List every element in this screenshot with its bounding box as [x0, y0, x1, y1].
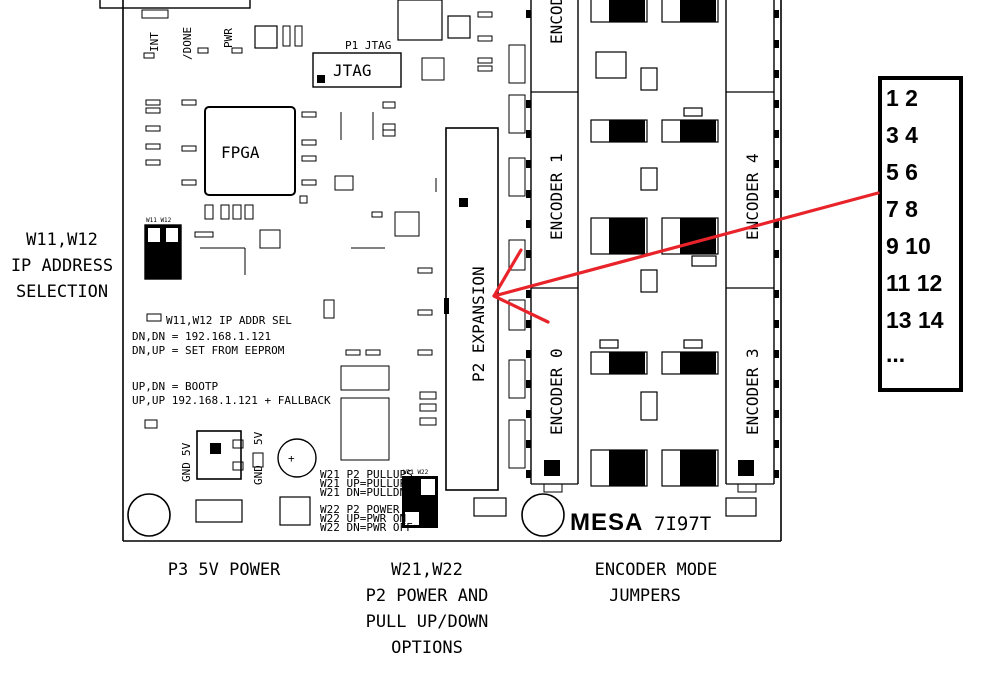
- pin-numbering-callout: 1 2 3 4 5 6 7 8 9 10 11 12 13 14 ...: [878, 76, 963, 392]
- mesa-logo: MESA 7I97T: [570, 509, 711, 536]
- p3-5v-label: 5V: [180, 442, 193, 456]
- p2-expansion-label: P2 EXPANSION: [469, 266, 488, 382]
- pin-row-6: 13 14: [886, 307, 944, 333]
- pin-row-0: 1 2: [886, 85, 918, 111]
- fpga-chip: FPGA: [204, 106, 308, 204]
- encoder-section: ENCODER 0 ENCODER 1 ENCODER 2 ENCODER 3 …: [526, 0, 779, 517]
- encoder-driver-chips: [590, 0, 719, 487]
- pin-row-3: 7 8: [886, 196, 918, 222]
- fpga-label: FPGA: [221, 143, 260, 162]
- ip-address-notes: W11,W12 IP ADDR SEL DN,DN = 192.168.1.12…: [132, 313, 331, 407]
- passive-components: [144, 99, 437, 461]
- jtag-label: JTAG: [333, 61, 372, 80]
- p2-note-3: W22 P2 POWER: [320, 503, 400, 516]
- arrow-shaft: [492, 191, 880, 298]
- done-label: /DONE: [181, 27, 194, 60]
- p1-jtag-label: P1 JTAG: [345, 39, 391, 52]
- p1-jtag-connector: P1 JTAG JTAG: [312, 0, 493, 88]
- p2-power-caption-line-1: P2 POWER AND: [366, 586, 489, 606]
- encoder-1-label: ENCODER 1: [547, 153, 566, 240]
- encoder-3-label: ENCODER 3: [743, 348, 762, 435]
- pin-row-1: 3 4: [886, 122, 918, 148]
- encoder-mode-caption-line-1: JUMPERS: [609, 586, 681, 606]
- encoder-2-label: ENCODER 2: [547, 0, 566, 44]
- ip-note-2: DN,UP = SET FROM EEPROM: [132, 344, 285, 357]
- p2-power-caption-line-0: W21,W22: [391, 560, 463, 580]
- p3-gnd-label: GND: [180, 462, 193, 482]
- encoder-mode-caption-line-0: ENCODER MODE: [595, 560, 718, 580]
- w11-w12-small-label: W11 W12: [146, 217, 172, 224]
- p2-power-caption-line-3: OPTIONS: [391, 638, 463, 658]
- ip-note-1: DN,DN = 192.168.1.121: [132, 330, 271, 343]
- red-callout-arrow: [492, 191, 880, 324]
- pin-row-5: 11 12: [886, 270, 942, 296]
- bottom-captions: P3 5V POWER W21,W22 P2 POWER AND PULL UP…: [168, 560, 718, 658]
- svg-text:+: +: [288, 452, 295, 465]
- w11-w12-jumpers: W11 W12: [144, 217, 182, 280]
- p2-note-5: W22 DN=PWR OFF: [320, 521, 413, 534]
- p3-5v-label-right: 5V: [252, 431, 265, 445]
- pwr-label: PWR: [222, 28, 235, 48]
- mesa-logo-text: MESA: [570, 509, 643, 536]
- ip-caption-line-1: IP ADDRESS: [11, 256, 113, 276]
- int-label: INT: [148, 32, 161, 52]
- pin-row-2: 5 6: [886, 159, 918, 185]
- board-outline: [99, 0, 782, 542]
- ip-caption-line-2: SELECTION: [16, 282, 108, 302]
- p2-power-caption-line-2: PULL UP/DOWN: [366, 612, 489, 632]
- pin-row-7: ...: [886, 341, 905, 367]
- w21-w22-jumpers: W21 W22 W21 P2 PULLUPS W21 UP=PULLUP W21…: [320, 468, 438, 534]
- p3-power-caption: P3 5V POWER: [168, 560, 281, 580]
- model-label: 7I97T: [654, 513, 711, 535]
- p2-note-2: W21 DN=PULLDN: [320, 486, 406, 499]
- w21-w22-small-label: W21 W22: [403, 469, 429, 476]
- ip-note-4: UP,UP 192.168.1.121 + FALLBACK: [132, 394, 331, 407]
- p2-expansion-header: P2 EXPANSION: [444, 44, 565, 537]
- ip-caption-line-0: W11,W12: [26, 230, 98, 250]
- pin-row-4: 9 10: [886, 233, 931, 259]
- arrow-head: [492, 248, 550, 324]
- p3-gnd-label-right: GND: [252, 465, 265, 485]
- encoder-0-label: ENCODER 0: [547, 348, 566, 435]
- p2-note-1: W21 UP=PULLUP: [320, 477, 406, 490]
- p2-note-4: W22 UP=PWR ON: [320, 512, 406, 525]
- ip-note-0: W11,W12 IP ADDR SEL: [166, 314, 292, 327]
- ip-note-3: UP,DN = BOOTP: [132, 380, 218, 393]
- encoder-4-label: ENCODER 4: [743, 153, 762, 240]
- ip-selection-caption: W11,W12 IP ADDRESS SELECTION: [11, 230, 113, 302]
- p3-power-connector: GND 5V 5V GND +: [127, 430, 317, 537]
- p2-note-0: W21 P2 PULLUPS: [320, 468, 413, 481]
- led-indicator-group: INT /DONE PWR: [141, 9, 303, 60]
